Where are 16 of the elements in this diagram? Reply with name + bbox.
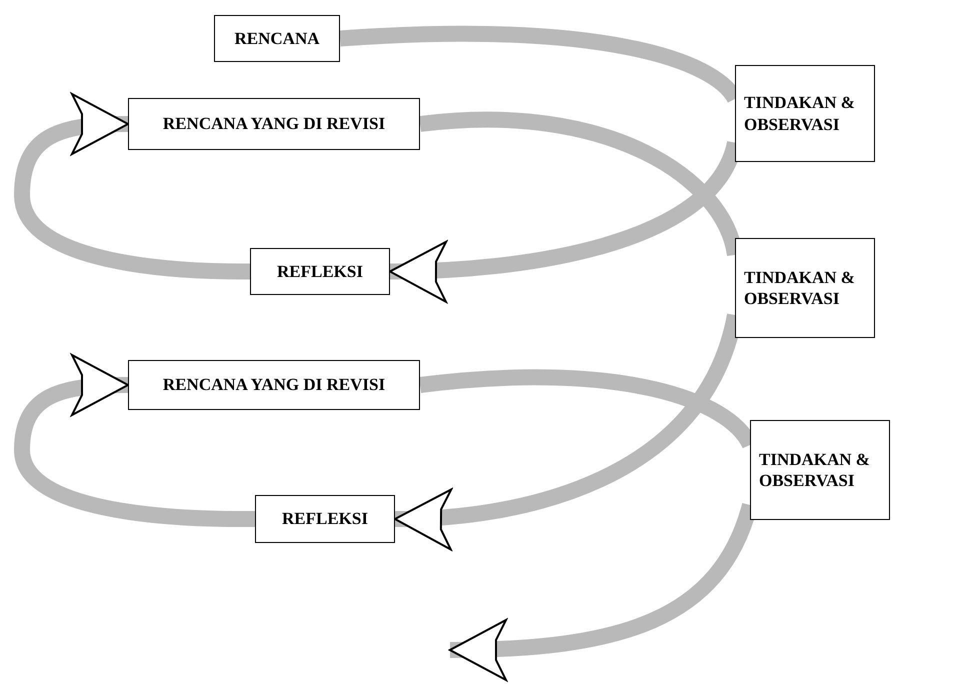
step-label: TINDAKAN & OBSERVASI — [744, 266, 856, 310]
step-box — [750, 420, 890, 520]
step-label: RENCANA YANG DI REVISI — [162, 374, 386, 396]
step-box — [128, 98, 420, 150]
step-box — [250, 248, 390, 295]
step-label: RENCANA YANG DI REVISI — [162, 113, 386, 135]
step-box — [214, 15, 340, 62]
step-box — [128, 360, 420, 410]
step-label: RENCANA — [234, 28, 320, 50]
step-label: TINDAKAN & OBSERVASI — [759, 448, 871, 492]
step-label: REFLEKSI — [277, 260, 363, 282]
step-box — [255, 495, 395, 543]
step-box — [735, 238, 875, 338]
step-label: TINDAKAN & OBSERVASI — [744, 92, 856, 135]
step-box — [735, 65, 875, 162]
step-label: REFLEKSI — [282, 508, 368, 530]
